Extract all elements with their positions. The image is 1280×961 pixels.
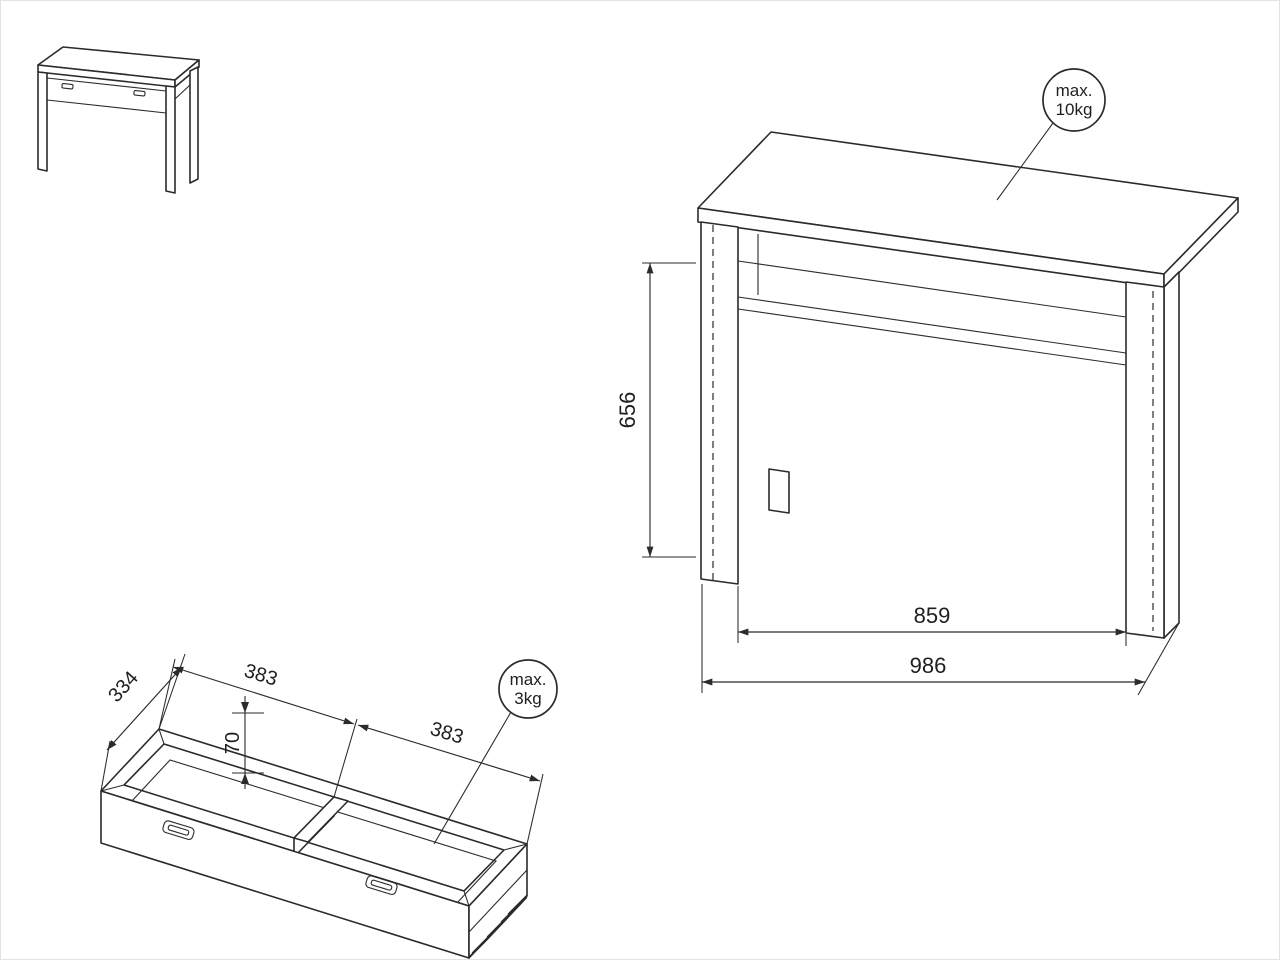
desk-underside-edge [737, 260, 1127, 318]
desk-structure [697, 131, 1239, 639]
small-desk-back-right-leg [189, 66, 199, 184]
small-desk-drawer-gap-line [46, 77, 167, 92]
drawer-load-label-line2: 3kg [514, 689, 541, 708]
desk-height-dimension: 656 [615, 262, 696, 558]
small-desk-front-right-leg [165, 85, 176, 194]
dimension-extension-line [526, 773, 544, 845]
small-desk-view [37, 46, 200, 194]
dimension-arrow [241, 773, 249, 784]
small-desk-apron-bottom-line [46, 99, 167, 114]
desk-load-callout: max. 10kg [996, 68, 1106, 201]
desk-right-leg-side-face [1163, 271, 1180, 639]
drawer-inner-height-label: 70 [222, 732, 244, 754]
drawer-view: 334 383 383 70 max. 3k [100, 653, 558, 960]
callout-circle [498, 659, 558, 719]
callout-leader-line [433, 711, 512, 845]
drawer-structure [100, 728, 528, 960]
desk-right-leg [1125, 281, 1165, 639]
small-desk-side-rail-line [174, 84, 191, 100]
desk-left-leg [700, 221, 739, 585]
dimension-extension-line [158, 658, 176, 730]
drawer-left-compartment-label: 383 [242, 660, 280, 691]
desk-total-width-dimension: 986 [701, 584, 1180, 696]
drawer-depth-label: 334 [104, 667, 143, 707]
callout-circle [1042, 68, 1106, 132]
desk-rail-top-edge [737, 296, 1127, 354]
callout-leader-line [996, 122, 1054, 201]
desk-load-label-line1: max. [1056, 81, 1093, 100]
small-desk-handle-left [61, 83, 74, 90]
large-desk-view: 656 859 986 max. 10kg [615, 68, 1239, 696]
small-desk-top-right-edge [174, 59, 200, 88]
dimension-extension-line [333, 718, 358, 798]
drawer-handle-left [162, 820, 195, 840]
drawer-handle-right [365, 875, 398, 895]
dimension-extension-line [158, 653, 186, 730]
desk-height-label: 656 [615, 392, 640, 429]
drawer-rim-corner [100, 784, 125, 792]
small-desk-front-left-leg [37, 71, 48, 172]
drawer-rim-corner [503, 843, 528, 851]
drawer-depth-dimension: 334 [100, 653, 186, 792]
drawer-divider-top [293, 796, 349, 843]
small-desk-handle-right [133, 90, 146, 97]
drawer-inner-height-dimension: 70 [222, 696, 264, 789]
drawer-right-compartment-label: 383 [428, 718, 466, 749]
desk-load-label-line2: 10kg [1056, 100, 1093, 119]
desk-rail-bottom-edge [737, 308, 1127, 366]
desk-back-left-foot [768, 468, 790, 514]
desk-top-right-edge [1163, 197, 1239, 289]
dimension-arrow [241, 702, 249, 713]
desk-total-width-label: 986 [910, 653, 947, 678]
dimension-line [172, 666, 355, 725]
drawer-load-callout: max. 3kg [433, 659, 558, 845]
drawer-runner-edge [468, 869, 528, 933]
desk-clearance-width-dimension: 859 [737, 586, 1127, 646]
drawer-load-label-line1: max. [510, 670, 547, 689]
drawer-left-compartment-dimension: 383 [158, 658, 358, 798]
drawer-rim-corner [463, 890, 470, 907]
dimension-line [357, 724, 541, 782]
desk-clearance-width-label: 859 [914, 603, 951, 628]
